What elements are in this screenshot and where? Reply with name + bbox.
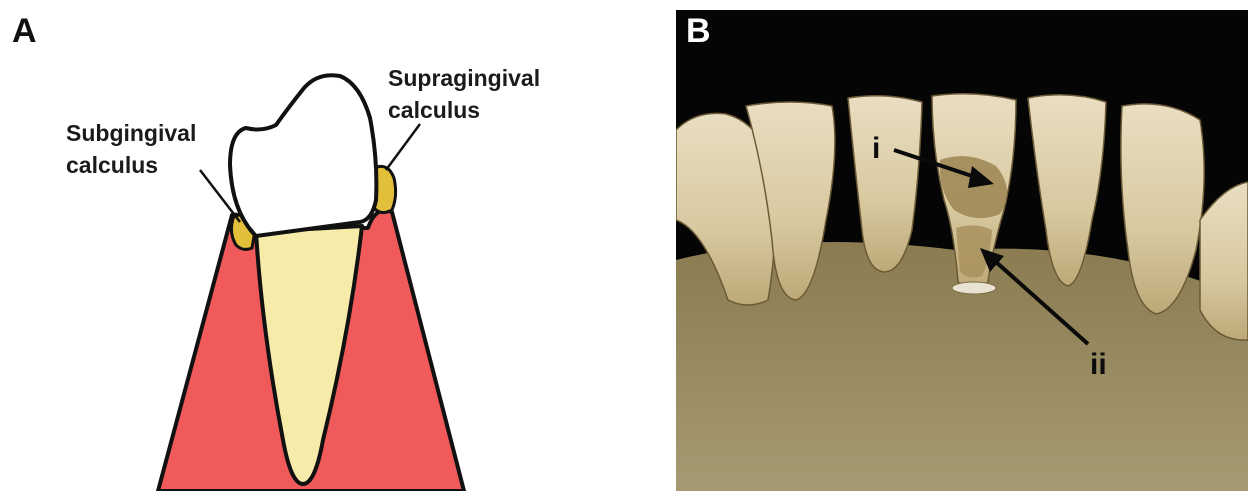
subgingival-calculus-label-line2: calculus [66, 150, 158, 180]
supragingival-calculus-label-line2: calculus [388, 95, 480, 125]
arrow-ii-label: ii [1090, 350, 1107, 380]
tooth-crown [230, 75, 376, 236]
jaw-photo-illustration [676, 10, 1248, 491]
supragingival-leader-line [386, 124, 420, 170]
jaw-photograph: i ii [676, 10, 1248, 491]
panel-b-letter: B [686, 14, 711, 48]
arrow-i-label: i [872, 134, 880, 164]
tooth-diagram [0, 0, 670, 491]
exposed-root-band [952, 282, 996, 294]
subgingival-calculus-label-line1: Subgingival [66, 118, 196, 148]
supragingival-calculus-label-line1: Supragingival [388, 63, 540, 93]
